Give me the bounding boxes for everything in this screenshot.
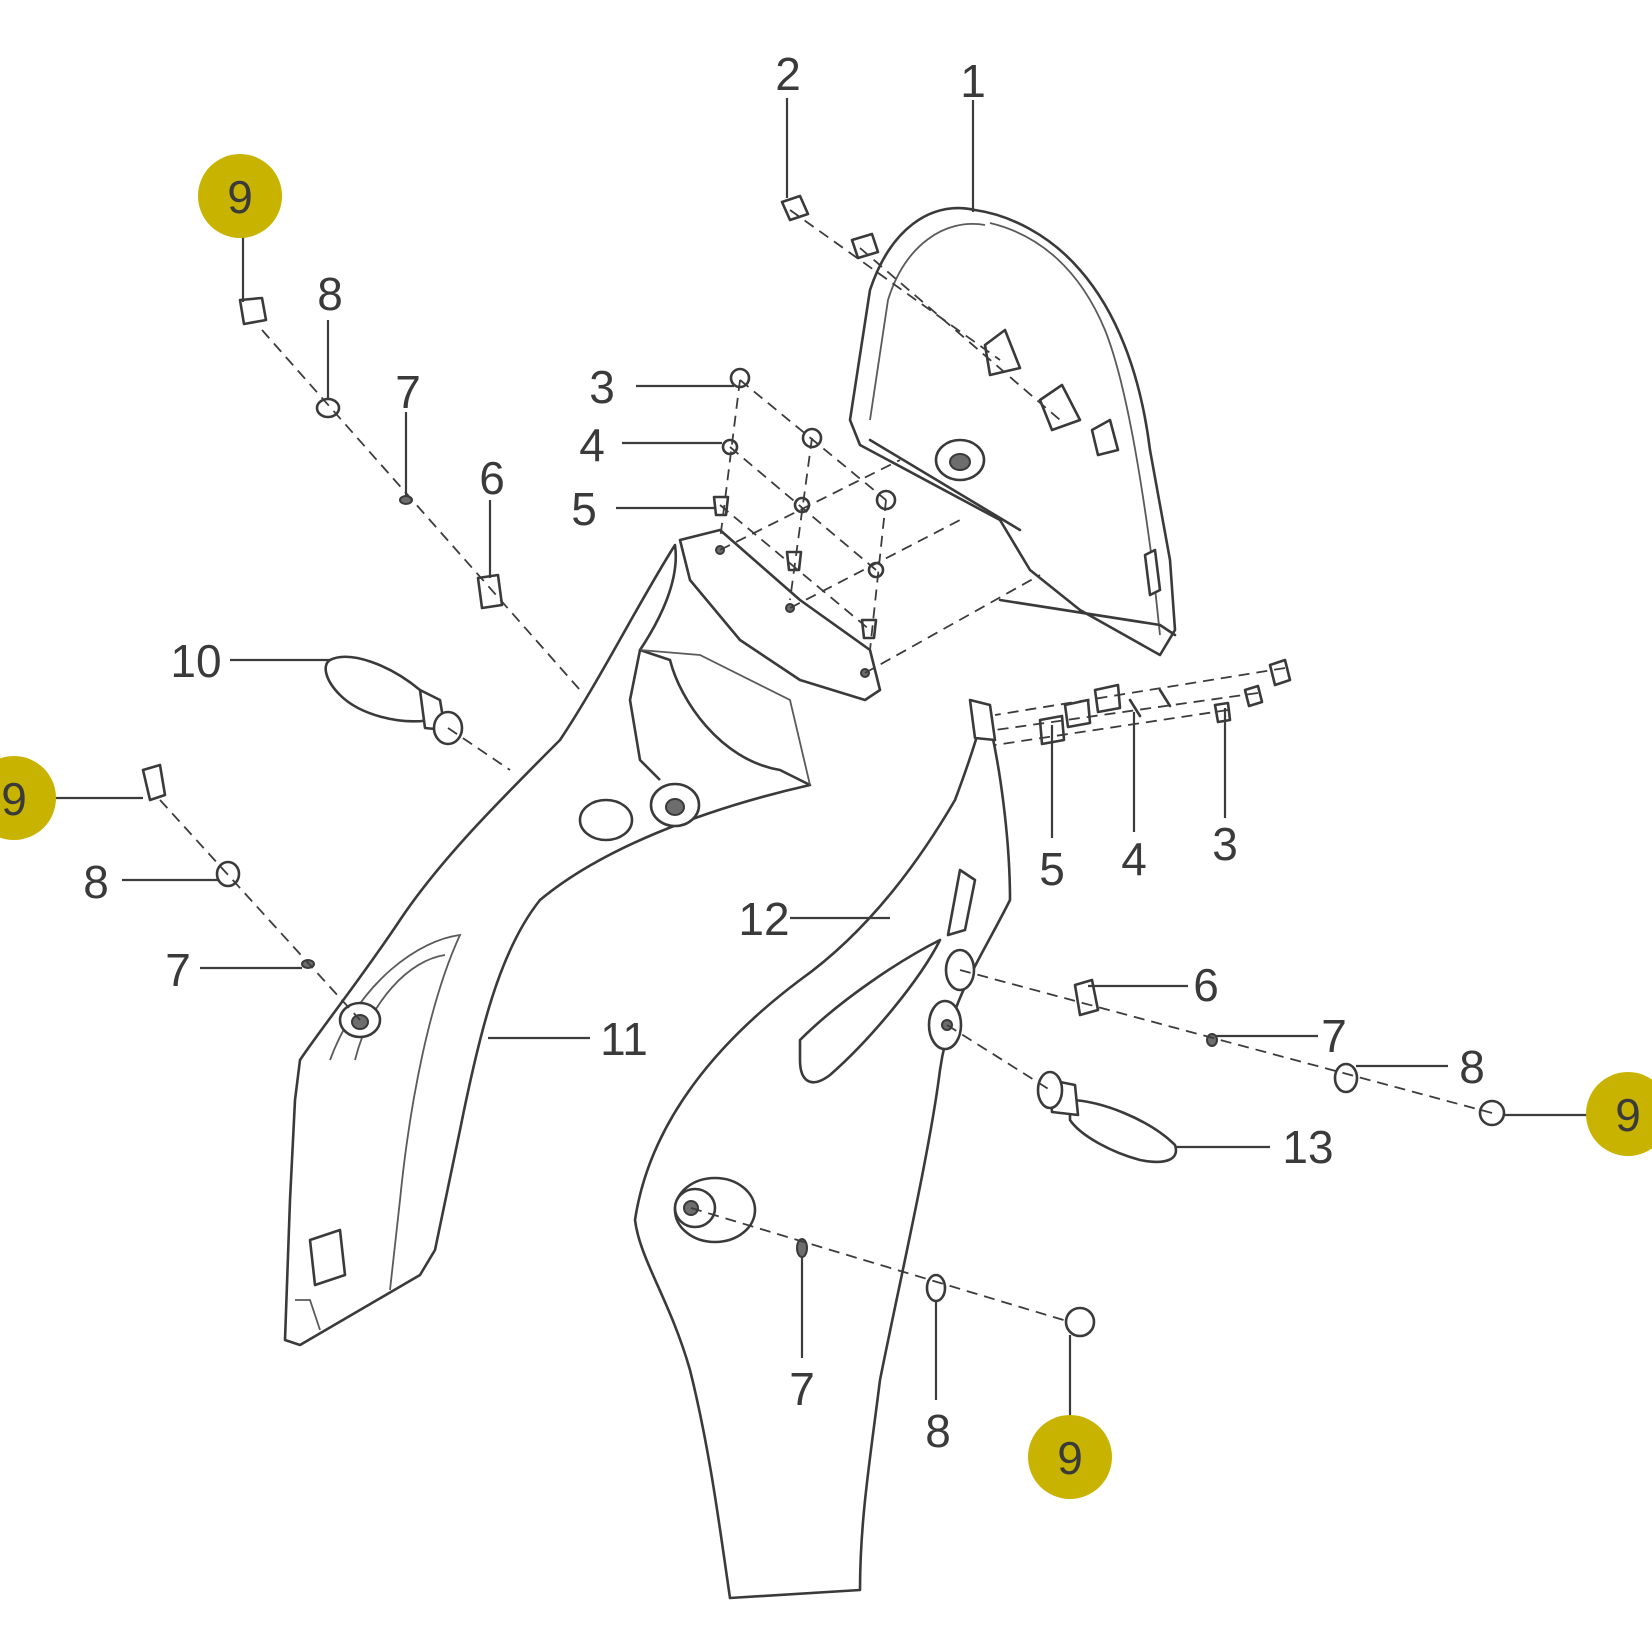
hardware-right bbox=[1073, 978, 1506, 1127]
part-13-right-indicator bbox=[1036, 1070, 1178, 1164]
callout-9-right: 9 bbox=[1615, 1089, 1641, 1141]
callout-9-left: 9 bbox=[1, 773, 27, 825]
callout-11: 11 bbox=[600, 1013, 648, 1065]
part-2-clips bbox=[780, 194, 880, 260]
callout-3-right: 3 bbox=[1212, 818, 1238, 870]
callout-3-upper: 3 bbox=[589, 361, 615, 413]
callout-7-left: 7 bbox=[165, 944, 191, 996]
callout-13: 13 bbox=[1282, 1121, 1333, 1173]
part-1-windscreen bbox=[848, 206, 1177, 657]
part-10-left-indicator bbox=[324, 655, 464, 746]
callout-12: 12 bbox=[738, 893, 789, 945]
hardware-lower-left bbox=[141, 763, 315, 969]
callout-2: 2 bbox=[775, 48, 801, 100]
part-11-left-fairing bbox=[283, 543, 812, 1347]
callout-8-top-left: 8 bbox=[317, 268, 343, 320]
callout-6-right: 6 bbox=[1193, 959, 1219, 1011]
highlight-9-top-left bbox=[198, 154, 282, 238]
callout-5-right: 5 bbox=[1039, 843, 1065, 895]
fasteners-right-group bbox=[1038, 658, 1292, 746]
callout-7-top-left: 7 bbox=[395, 366, 421, 418]
callout-10: 10 bbox=[170, 635, 221, 687]
callout-7-bottom: 7 bbox=[789, 1363, 815, 1415]
highlight-9-left bbox=[0, 756, 56, 840]
callout-8-bottom: 8 bbox=[925, 1405, 951, 1457]
hardware-bottom bbox=[796, 1238, 1096, 1338]
highlight-9-right bbox=[1586, 1072, 1652, 1156]
callout-8-left: 8 bbox=[83, 856, 109, 908]
callout-6-left: 6 bbox=[479, 452, 505, 504]
callout-7-right: 7 bbox=[1321, 1010, 1347, 1062]
callout-4-upper: 4 bbox=[579, 419, 605, 471]
leader-lines bbox=[45, 98, 1592, 1420]
callout-8-right: 8 bbox=[1459, 1041, 1485, 1093]
callout-5-upper: 5 bbox=[571, 483, 597, 535]
hardware-upper-left bbox=[238, 296, 504, 610]
callout-9-bottom: 9 bbox=[1057, 1432, 1083, 1484]
callout-4-right: 4 bbox=[1121, 833, 1147, 885]
assembly-dash-lines bbox=[159, 209, 1493, 1323]
highlight-9-bottom bbox=[1028, 1415, 1112, 1499]
part-12-right-fairing bbox=[633, 698, 1012, 1600]
callout-9-top-left: 9 bbox=[227, 171, 253, 223]
callout-1: 1 bbox=[960, 55, 986, 107]
callout-labels: 1 2 3 4 5 5 4 3 9 8 7 6 10 9 8 7 11 12 6… bbox=[1, 48, 1641, 1484]
highlight-markers bbox=[0, 154, 1652, 1499]
